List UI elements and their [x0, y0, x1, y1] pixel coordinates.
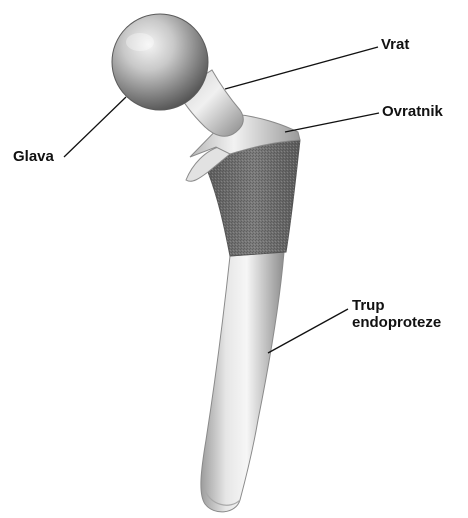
leader-line-vrat [225, 47, 378, 89]
leader-line-trup [268, 309, 348, 353]
stem-shaft [201, 252, 284, 512]
label-trup-line2: endoproteze [352, 314, 441, 331]
label-glava: Glava [13, 148, 54, 165]
label-ovratnik: Ovratnik [382, 103, 443, 120]
femoral-head [112, 14, 208, 110]
leader-line-glava [64, 97, 126, 157]
label-trup-endoproteze: Trup endoproteze [352, 297, 441, 331]
label-trup-line1: Trup [352, 297, 441, 314]
leader-line-ovratnik [285, 113, 379, 132]
label-vrat: Vrat [381, 36, 409, 53]
